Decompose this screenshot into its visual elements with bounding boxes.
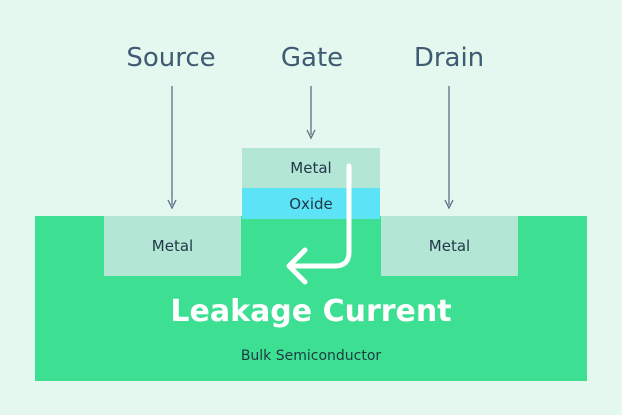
gate-metal-label: Metal <box>290 159 332 177</box>
source-pointer-head <box>167 199 177 210</box>
gate-pointer-head <box>306 129 316 140</box>
leakage-arrow-head <box>286 247 308 285</box>
drain-metal-label: Metal <box>428 237 471 255</box>
leakage-arrow-path <box>287 163 352 269</box>
bulk-semiconductor-label: Bulk Semiconductor <box>240 348 382 364</box>
drain-pointer-head <box>444 199 454 210</box>
source-metal-region: Metal <box>104 216 241 276</box>
gate-oxide-region: Oxide <box>242 188 380 219</box>
drain-label: Drain <box>413 43 485 73</box>
source-label: Source <box>126 43 216 73</box>
gate-oxide-label: Oxide <box>289 194 333 213</box>
source-metal-label: Metal <box>151 237 194 255</box>
gate-label: Gate <box>280 43 344 73</box>
leakage-current-title: Leakage Current <box>170 294 452 329</box>
gate-metal-region: Metal <box>242 148 380 188</box>
drain-metal-region: Metal <box>381 216 518 276</box>
